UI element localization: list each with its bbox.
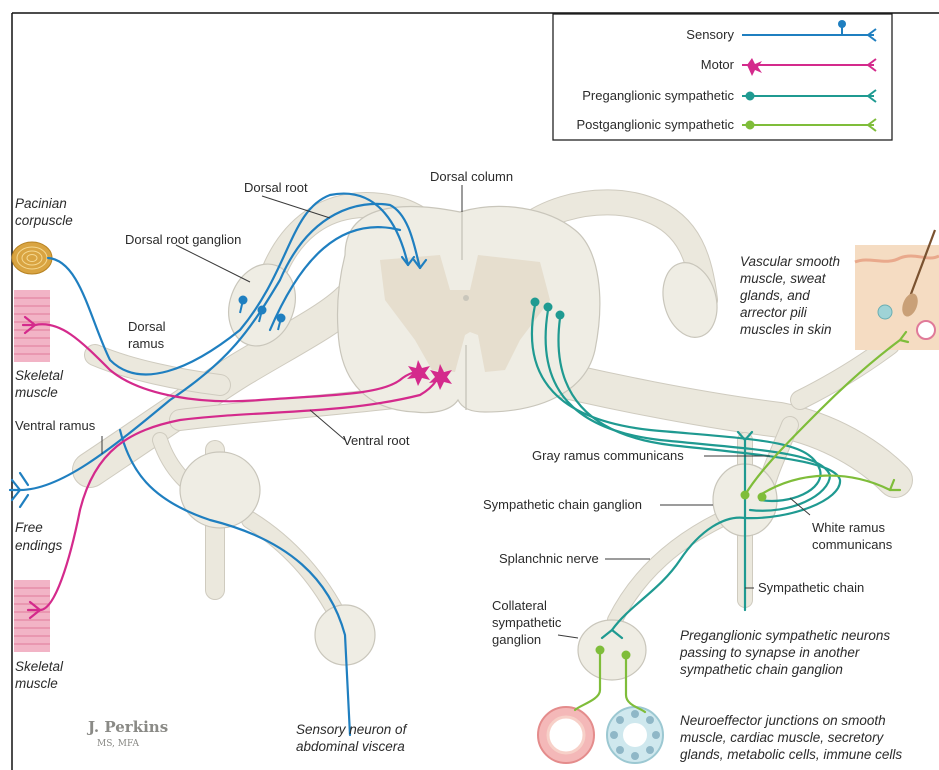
- legend-label-sensory: Sensory: [686, 27, 734, 42]
- label-skeletal-muscle-upper: Skeletal: [15, 368, 64, 383]
- label-ventral-root: Ventral root: [343, 433, 410, 448]
- legend: Sensory Motor Preganglionic sympathetic …: [553, 14, 892, 140]
- label-neuroeffector-2: muscle, cardiac muscle, secretory: [680, 730, 885, 745]
- gland-target: [607, 707, 663, 763]
- left-paravertebral-ganglion: [180, 452, 260, 528]
- label-sensory-neuron-2: abdominal viscera: [296, 739, 405, 754]
- label-preganglionic-note: Preganglionic sympathetic neurons: [680, 628, 890, 643]
- label-free-endings: Free: [15, 520, 43, 535]
- label-white-ramus: White ramus: [812, 520, 885, 535]
- label-dorsal-ramus: Dorsal: [128, 319, 166, 334]
- label-skeletal-muscle-upper-2: muscle: [15, 385, 58, 400]
- label-gray-ramus: Gray ramus communicans: [532, 448, 684, 463]
- pacinian-corpuscle-organ: [12, 242, 52, 274]
- spinal-cord: [337, 206, 599, 412]
- label-dorsal-column: Dorsal column: [430, 169, 513, 184]
- label-collateral-ganglion: Collateral: [492, 598, 547, 613]
- label-skeletal-muscle-lower: Skeletal: [15, 659, 64, 674]
- label-vascular-3: glands, and: [740, 288, 810, 303]
- label-dorsal-ramus-2: ramus: [128, 336, 165, 351]
- label-dorsal-root-ganglion: Dorsal root ganglion: [125, 232, 241, 247]
- legend-label-preganglionic: Preganglionic sympathetic: [582, 88, 734, 103]
- label-skeletal-muscle-lower-2: muscle: [15, 676, 58, 691]
- label-sensory-neuron: Sensory neuron of: [296, 722, 408, 737]
- label-vascular-5: muscles in skin: [740, 322, 832, 337]
- label-collateral-ganglion-2: sympathetic: [492, 615, 562, 630]
- label-collateral-ganglion-3: ganglion: [492, 632, 541, 647]
- label-splanchnic-nerve: Splanchnic nerve: [499, 551, 599, 566]
- label-preganglionic-note-2: passing to synapse in another: [679, 645, 860, 660]
- signature-name: J. Perkins: [86, 718, 168, 736]
- label-pacinian-2: corpuscle: [15, 213, 73, 228]
- label-ventral-ramus: Ventral ramus: [15, 418, 96, 433]
- legend-label-postganglionic: Postganglionic sympathetic: [576, 117, 734, 132]
- label-pacinian: Pacinian: [15, 196, 67, 211]
- label-vascular-2: muscle, sweat: [740, 271, 827, 286]
- label-vascular-4: arrector pili: [740, 305, 808, 320]
- label-dorsal-root: Dorsal root: [244, 180, 308, 195]
- label-free-endings-2: endings: [15, 538, 63, 553]
- blood-vessel-target: [538, 707, 594, 763]
- label-neuroeffector: Neuroeffector junctions on smooth: [680, 713, 886, 728]
- skin-organ: [855, 230, 939, 350]
- label-preganglionic-note-3: sympathetic chain ganglion: [680, 662, 843, 677]
- label-white-ramus-2: communicans: [812, 537, 893, 552]
- label-vascular: Vascular smooth: [740, 254, 840, 269]
- label-sympathetic-chain: Sympathetic chain: [758, 580, 864, 595]
- legend-label-motor: Motor: [701, 57, 735, 72]
- label-sympathetic-chain-ganglion: Sympathetic chain ganglion: [483, 497, 642, 512]
- label-neuroeffector-3: glands, metabolic cells, immune cells: [680, 747, 902, 762]
- signature-credentials: MS, MFA: [97, 739, 139, 749]
